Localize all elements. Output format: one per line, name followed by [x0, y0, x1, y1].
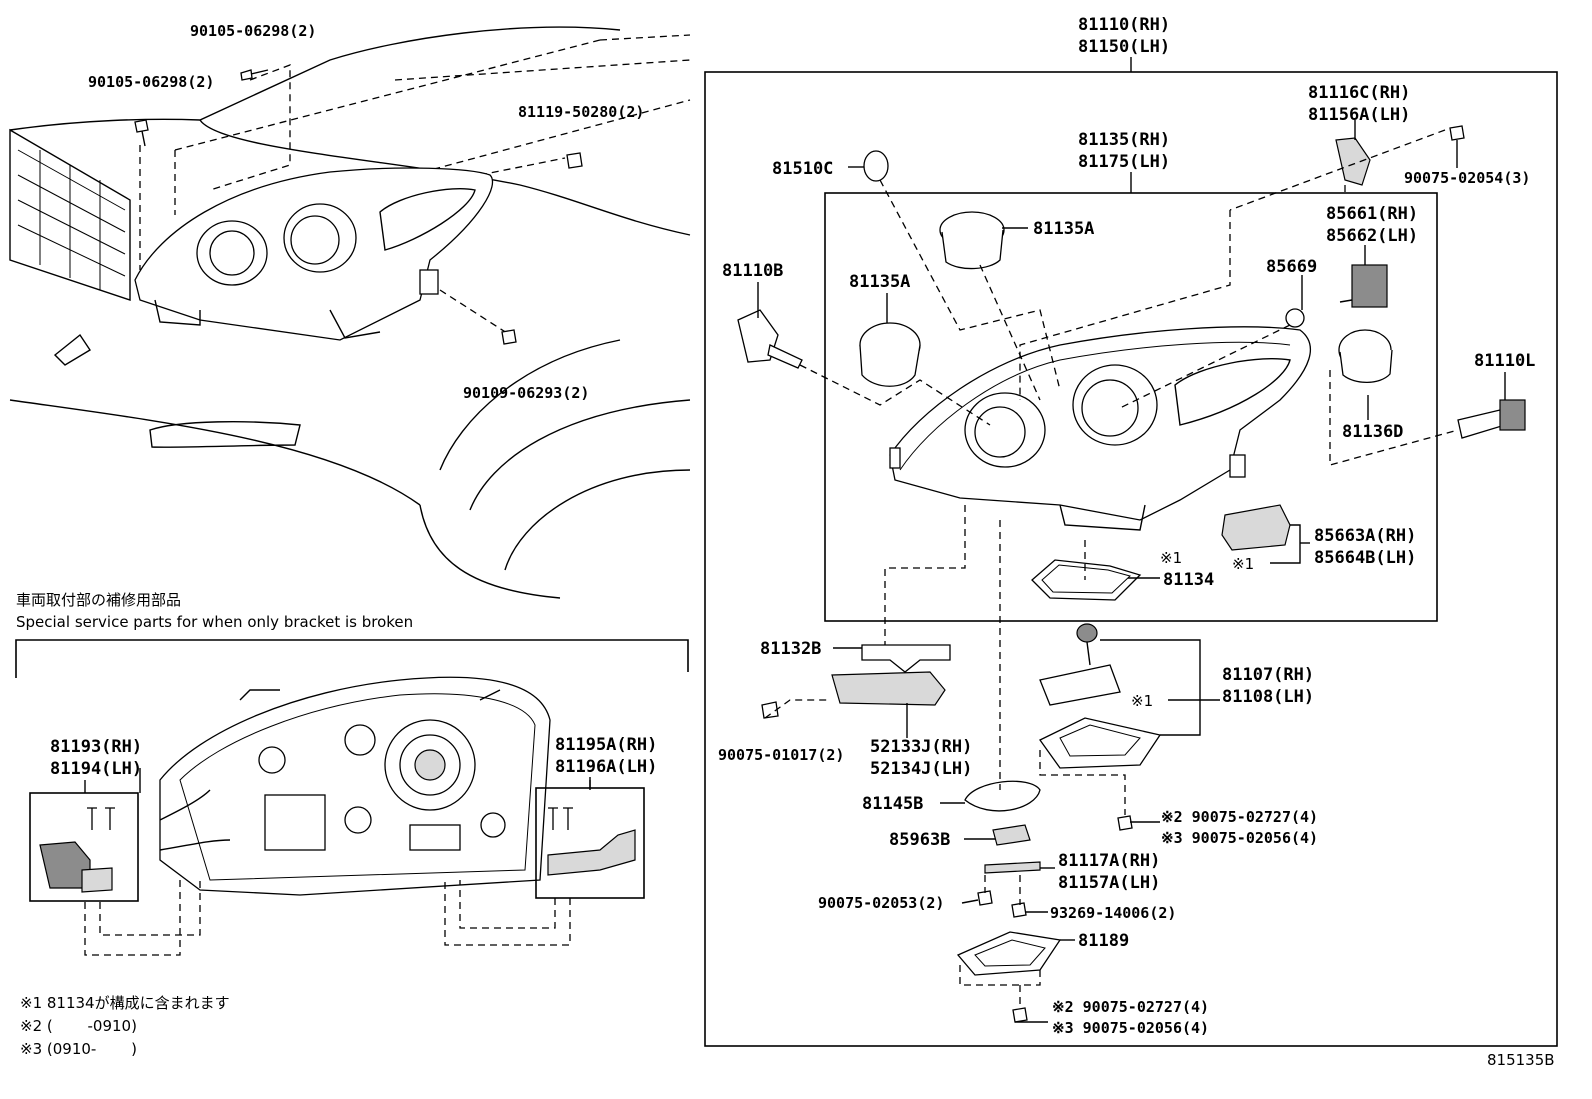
vehicle-headlamp	[134, 167, 494, 341]
label-81194-lh: 81194(LH)	[50, 759, 142, 779]
part-labels: 90105-06298(2) 90105-06298(2) 81119-5028…	[50, 15, 1535, 1037]
label-81510c: 81510C	[772, 159, 833, 179]
note-mark-1-a: ※1	[1160, 549, 1182, 567]
label-90075-02056-a: ※3 90075-02056(4)	[1161, 829, 1318, 847]
label-90075-02056-b: ※3 90075-02056(4)	[1052, 1019, 1209, 1037]
bracket-part-left	[39, 807, 115, 893]
bolt-90075-02727-a	[1117, 815, 1133, 831]
cover-81189	[956, 931, 1062, 976]
ballast-81107	[1039, 623, 1121, 706]
label-81135-rh: 81135(RH)	[1078, 130, 1170, 150]
label-81145b: 81145B	[862, 794, 923, 814]
label-90105-06298-a: 90105-06298(2)	[190, 22, 316, 40]
label-81189: 81189	[1078, 931, 1129, 951]
label-81195a-rh: 81195A(RH)	[555, 735, 657, 755]
label-90075-02727-a: ※2 90075-02727(4)	[1161, 808, 1318, 826]
bulb-81110l	[1457, 399, 1526, 439]
bracket-52133j	[831, 671, 946, 706]
label-81110-rh: 81110(RH)	[1078, 15, 1170, 35]
footnote-2: ※2 ( -0910)	[20, 1017, 137, 1035]
bolt-90075-02053	[977, 890, 993, 906]
bolt-90075-01017	[761, 701, 779, 719]
label-85662-lh: 85662(LH)	[1326, 226, 1418, 246]
bracket-81116c	[1335, 137, 1371, 186]
bolt-icon	[134, 69, 583, 345]
label-81150-lh: 81150(LH)	[1078, 37, 1170, 57]
label-90105-06298-b: 90105-06298(2)	[88, 73, 214, 91]
note-mark-1-c: ※1	[1131, 692, 1153, 710]
label-52134j-lh: 52134J(LH)	[870, 759, 972, 779]
label-90109-06293: 90109-06293(2)	[463, 384, 589, 402]
vehicle-front-view	[9, 26, 691, 599]
bolt-93269	[1011, 902, 1027, 918]
bumper-marker	[53, 333, 91, 366]
label-85663a-rh: 85663A(RH)	[1314, 526, 1416, 546]
label-81116c-rh: 81116C(RH)	[1308, 83, 1410, 103]
bulb-81110b	[737, 309, 803, 369]
label-93269-14006: 93269-14006(2)	[1050, 904, 1176, 922]
label-85963b: 85963B	[889, 830, 950, 850]
gasket-81134	[1031, 559, 1142, 601]
cover-81107	[1039, 717, 1162, 769]
label-81110b: 81110B	[722, 261, 783, 281]
label-81132b: 81132B	[760, 639, 821, 659]
bracket-section-frame	[15, 639, 689, 678]
label-90075-02053: 90075-02053(2)	[818, 894, 944, 912]
label-81136d: 81136D	[1342, 422, 1403, 442]
bracket-part-right	[547, 807, 636, 876]
ring-81135a-top	[939, 211, 1005, 270]
grille	[9, 128, 131, 301]
label-81196a-lh: 81196A(LH)	[555, 757, 657, 777]
note-mark-1-b: ※1	[1232, 555, 1254, 573]
label-52133j-rh: 52133J(RH)	[870, 737, 972, 757]
label-81175-lh: 81175(LH)	[1078, 152, 1170, 172]
label-81135a-top: 81135A	[1033, 219, 1094, 239]
socket-85661	[1339, 264, 1388, 308]
label-85669: 85669	[1266, 257, 1317, 277]
ring-81135a-left	[859, 322, 921, 387]
diagram-id: 815135B	[1487, 1051, 1555, 1069]
ring-81136d	[1338, 329, 1393, 384]
dashed-guides	[764, 129, 1459, 1008]
bracket-box-left	[29, 792, 139, 902]
label-81157a-lh: 81157A(LH)	[1058, 873, 1160, 893]
notes: 車両取付部の補修用部品 Special service parts for wh…	[16, 591, 1555, 1069]
note-bracket-jp: 車両取付部の補修用部品	[16, 591, 181, 609]
bolt-90075-02727-b	[1012, 1007, 1028, 1023]
bolt-90075-02054	[1449, 125, 1465, 141]
note-bracket-en: Special service parts for when only brac…	[16, 613, 413, 631]
label-85664b-lh: 85664B(LH)	[1314, 548, 1416, 568]
fog-lamp	[149, 421, 301, 448]
label-85661-rh: 85661(RH)	[1326, 204, 1418, 224]
label-90075-01017: 90075-01017(2)	[718, 746, 844, 764]
label-81119-50280: 81119-50280(2)	[518, 103, 644, 121]
label-90075-02054: 90075-02054(3)	[1404, 169, 1530, 187]
bracket-81132b	[861, 644, 951, 673]
label-81134: 81134	[1163, 570, 1214, 590]
label-81135a-left: 81135A	[849, 272, 910, 292]
connector-85963b	[992, 824, 1031, 846]
plug-81510c	[863, 150, 889, 182]
label-81110l: 81110L	[1474, 351, 1535, 371]
label-81156a-lh: 81156A(LH)	[1308, 105, 1410, 125]
oring-85669	[1285, 308, 1305, 328]
headlamp-rear-view	[159, 676, 551, 896]
actuator-85663a	[1221, 504, 1291, 551]
footnote-1: ※1 81134が構成に含まれます	[20, 994, 230, 1012]
bracket-81117a	[984, 861, 1041, 874]
small-parts	[737, 125, 1526, 1023]
label-81193-rh: 81193(RH)	[50, 737, 142, 757]
footnote-3: ※3 (0910- )	[20, 1040, 137, 1058]
label-90075-02727-b: ※2 90075-02727(4)	[1052, 998, 1209, 1016]
label-81108-lh: 81108(LH)	[1222, 687, 1314, 707]
label-81117a-rh: 81117A(RH)	[1058, 851, 1160, 871]
label-81107-rh: 81107(RH)	[1222, 665, 1314, 685]
leader-lines	[139, 120, 1506, 1023]
gasket-81145b	[964, 780, 1041, 812]
bracket-section	[15, 639, 689, 956]
headlamp-unit	[889, 326, 1311, 531]
